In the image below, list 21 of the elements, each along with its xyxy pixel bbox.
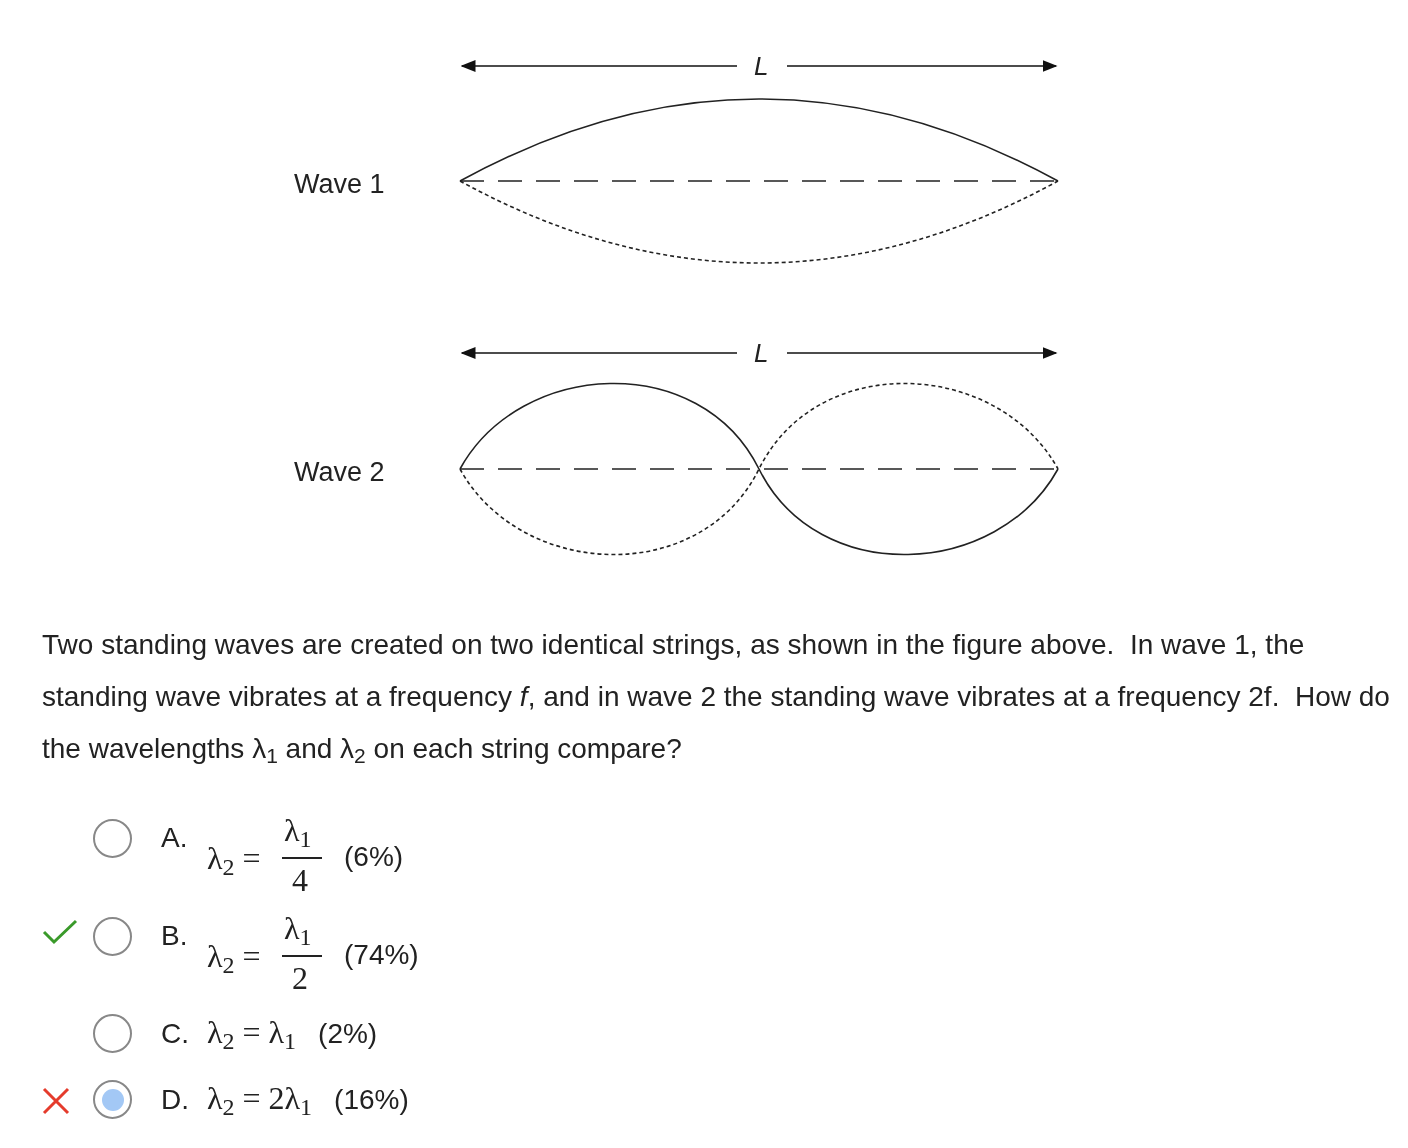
fraction-denominator: 2 [292, 962, 308, 994]
option-letter: D. [161, 1086, 189, 1114]
option-letter: B. [161, 922, 188, 950]
option-letter: C. [161, 1020, 189, 1048]
dimension-label: L [754, 340, 769, 366]
math-expression: λ$_{2}$ = [207, 940, 261, 972]
percentage-text: (2%) [318, 1020, 378, 1048]
fraction-numerator: λ$_{1}$ [284, 912, 312, 944]
wave-label: Wave 2 [294, 459, 385, 486]
fraction-numerator: λ$_{1}$ [284, 814, 312, 846]
percentage-text: (74%) [344, 941, 419, 969]
option-letter: A. [161, 824, 188, 852]
fraction-denominator: 4 [292, 864, 308, 896]
math-expression: λ$_{2}$ = λ$_{1}$ [207, 1016, 297, 1048]
math-expression: λ$_{2}$ = 2λ$_{1}$ [207, 1082, 313, 1114]
percentage-text: (16%) [334, 1086, 409, 1114]
percentage-text: (6%) [344, 843, 404, 871]
math-expression: λ$_{2}$ = [207, 842, 261, 874]
dimension-label: L [754, 53, 769, 79]
wave-label: Wave 1 [294, 171, 385, 198]
question-text: Two standing waves are created on two identical strings, as shown in the figure above. In wave 1, the standing wave vibrates at a frequency f, and in wave 2 the standing wave vibrates at a frequency 2f. How do the wavelengths λ$_{1}$ and λ$_{2}$ on each string compare? [42, 628, 1391, 770]
